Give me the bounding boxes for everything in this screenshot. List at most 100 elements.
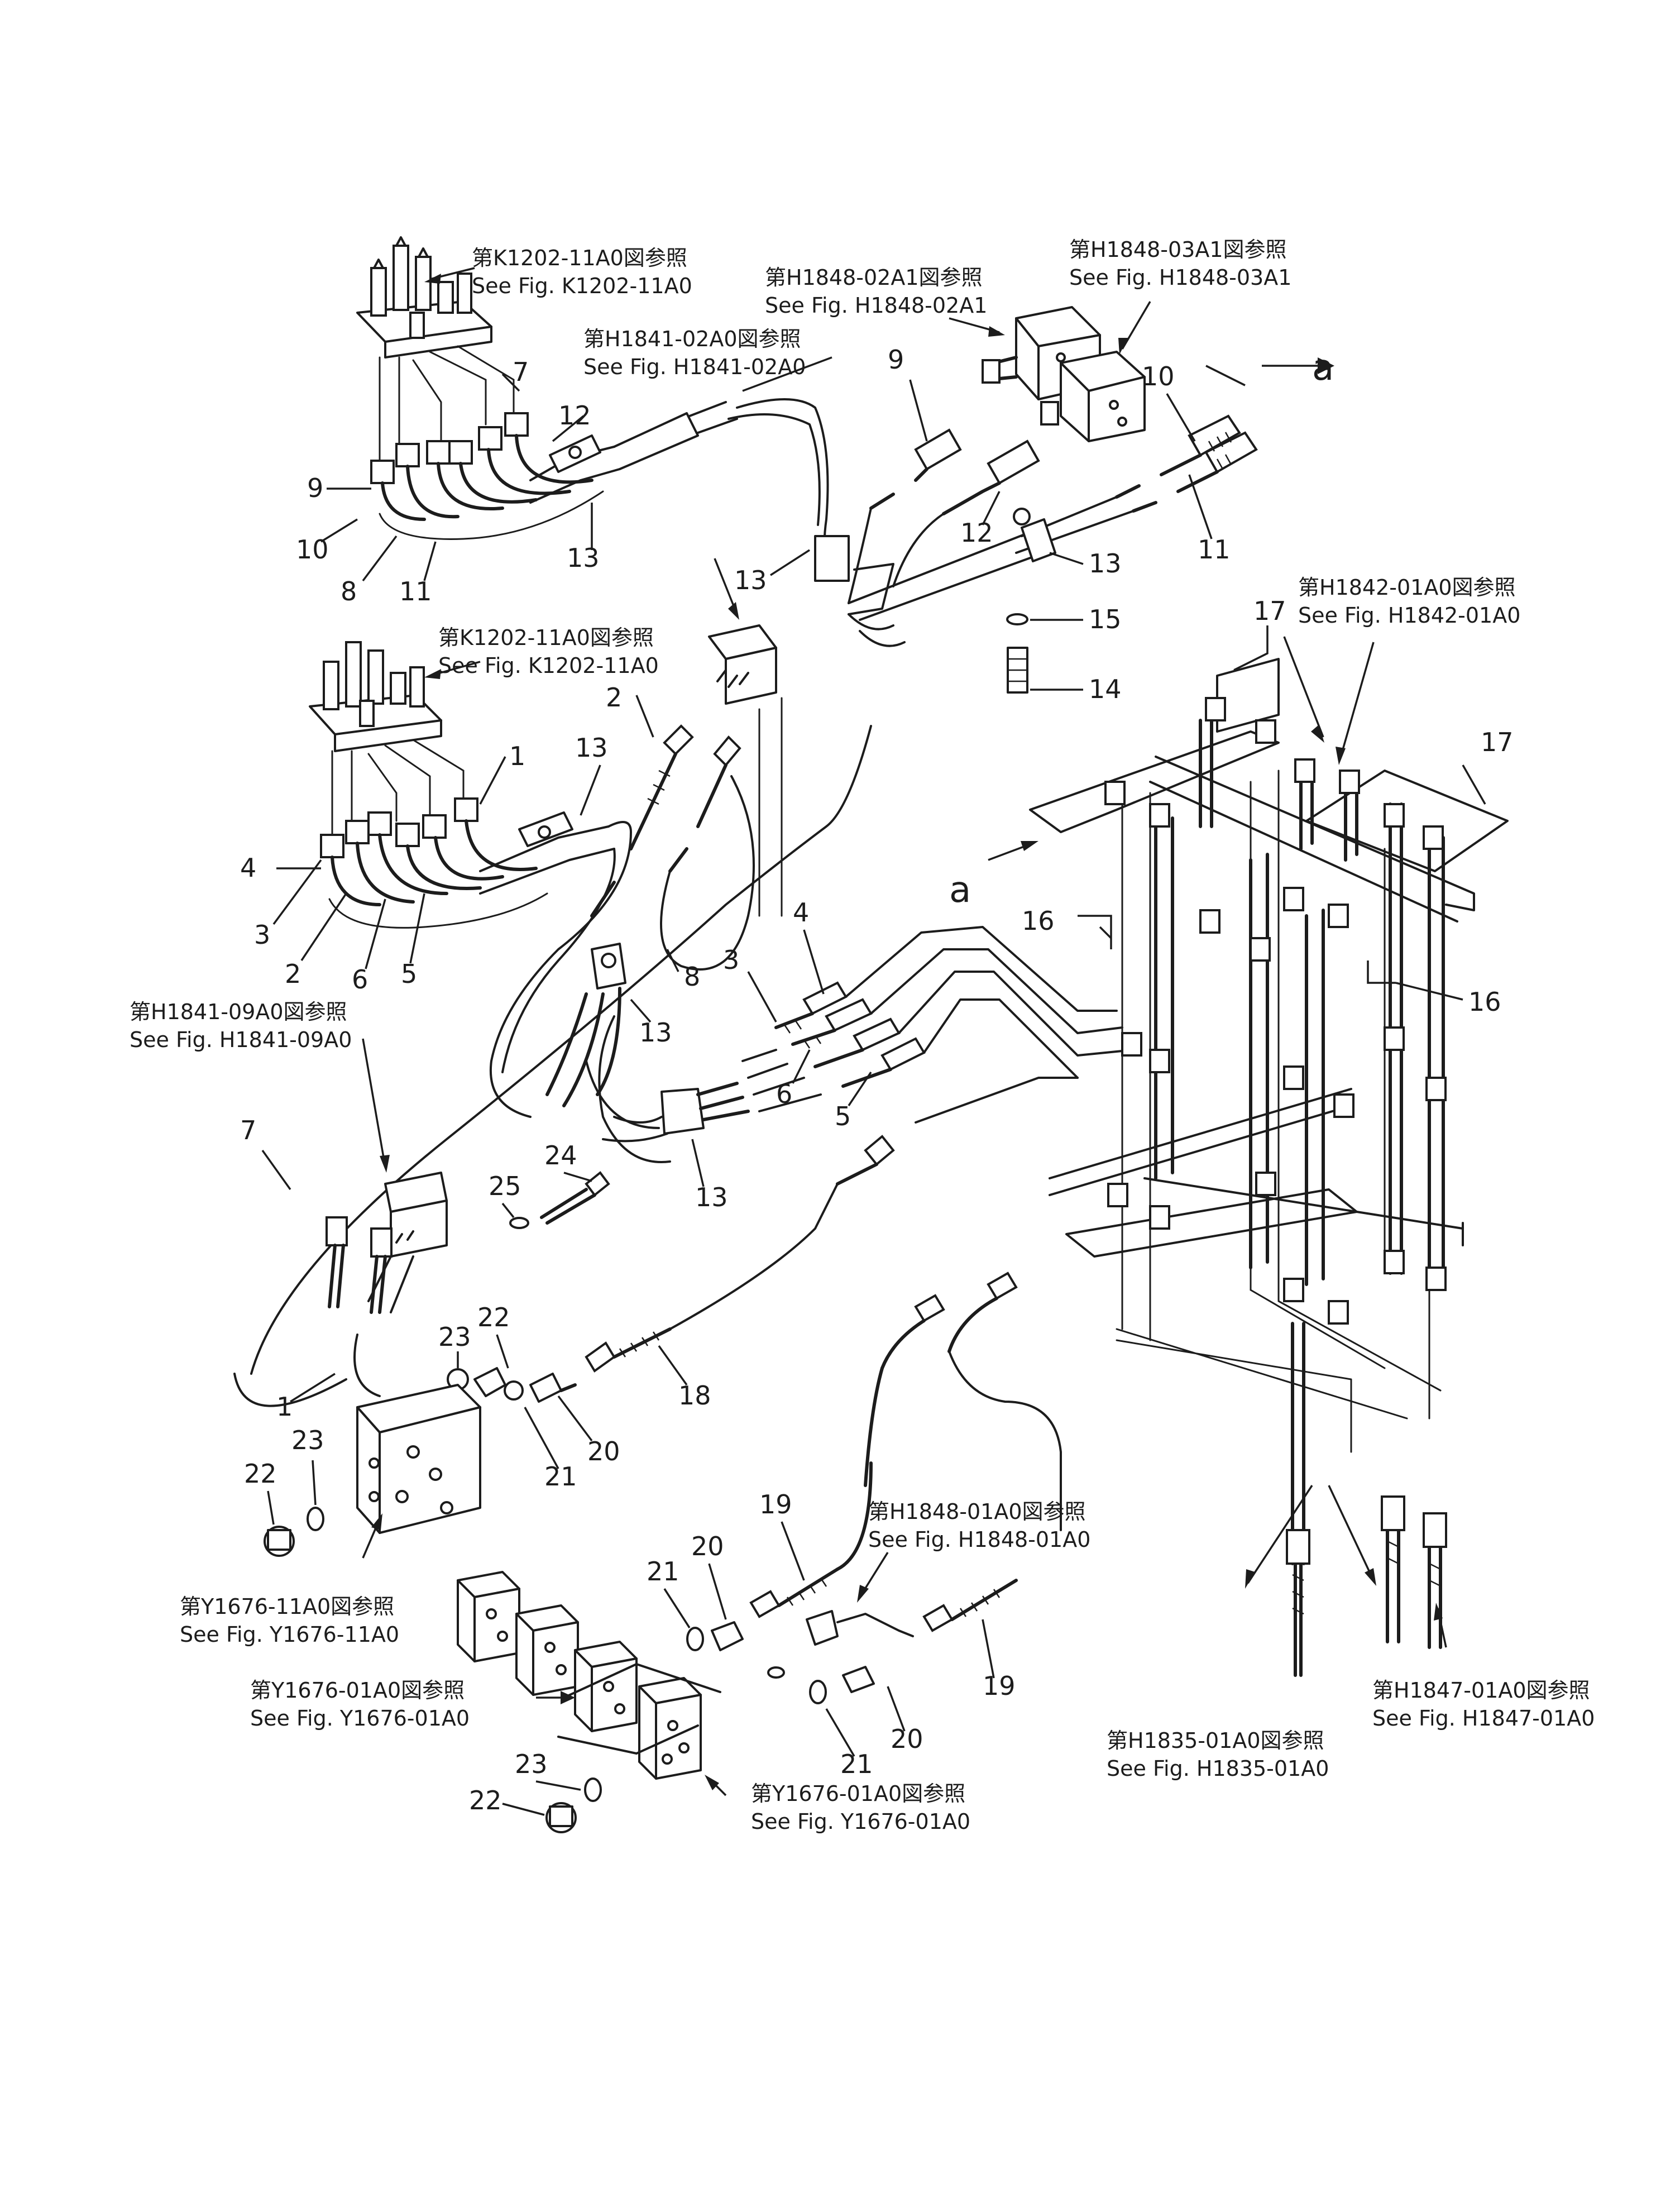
callout-5: 5: [401, 959, 417, 989]
ref-y1676-01a0-b-jp: 第Y1676-01A0図参照: [751, 1781, 965, 1806]
callout-20: 20: [691, 1531, 724, 1561]
ref-y1676-11a0-en: See Fig. Y1676-11A0: [180, 1622, 399, 1647]
bolt-24-washer-25: [509, 1171, 610, 1229]
ref-h1847-01a0-en: See Fig. H1847-01A0: [1372, 1706, 1595, 1731]
callout-12: 12: [558, 400, 591, 431]
ref-k1202-top-jp: 第K1202-11A0図参照: [472, 246, 687, 270]
callout-21: 21: [647, 1556, 679, 1586]
callout-16: 16: [1022, 906, 1055, 936]
ref-h1842-01a0-en: See Fig. H1842-01A0: [1298, 603, 1520, 628]
pipe-elbows: [1104, 697, 1447, 1325]
callout-9: 9: [307, 473, 323, 503]
callout-11: 11: [1198, 534, 1231, 565]
callout-1: 1: [276, 1392, 293, 1422]
callout-13: 13: [695, 1182, 728, 1212]
callout-8: 8: [341, 576, 357, 606]
ref-h1841-02a0-en: See Fig. H1841-02A0: [583, 355, 806, 379]
callout-23: 23: [438, 1322, 471, 1352]
upper-right-hoses: [848, 496, 1135, 604]
fittings-19-20-21-lower: [686, 1272, 1062, 1704]
ref-y1676-11a0-jp: 第Y1676-11A0図参照: [180, 1594, 394, 1619]
fittings-top-right: [869, 414, 1258, 515]
callout-16: 16: [1468, 987, 1501, 1017]
ref-k1202-mid-en: See Fig. K1202-11A0: [438, 653, 659, 678]
hose-7: [233, 1373, 347, 1407]
callout-24: 24: [544, 1140, 577, 1170]
callout-17: 17: [1481, 727, 1514, 757]
ref-h1847-01a0-jp: 第H1847-01A0図参照: [1372, 1678, 1590, 1703]
ref-h1835-01a0-jp: 第H1835-01A0図参照: [1107, 1728, 1324, 1753]
callout-13: 13: [567, 543, 600, 573]
ref-y1676-01a0-a-en: See Fig. Y1676-01A0: [250, 1706, 470, 1731]
match-mark-a-left: a: [949, 869, 971, 911]
middle-valve-assembly: [309, 641, 615, 929]
callout-19: 19: [983, 1671, 1016, 1701]
upper-hose-fittings: [370, 412, 529, 484]
callout-6: 6: [776, 1079, 792, 1109]
ref-h1835-01a0-en: See Fig. H1835-01A0: [1107, 1756, 1329, 1781]
callout-7: 7: [240, 1115, 256, 1145]
clamp-lower: [545, 943, 660, 1129]
ref-k1202-mid-jp: 第K1202-11A0図参照: [438, 625, 654, 650]
callout-14: 14: [1089, 674, 1122, 704]
callout-13: 13: [734, 565, 767, 595]
callout-23: 23: [515, 1749, 548, 1779]
ref-y1676-01a0-a-jp: 第Y1676-01A0図参照: [250, 1678, 465, 1703]
ref-h1841-09a0-jp: 第H1841-09A0図参照: [130, 1000, 347, 1024]
callout-5: 5: [835, 1101, 851, 1131]
callout-17: 17: [1253, 596, 1286, 626]
clamp-bottom-13: [602, 1082, 750, 1143]
clamp-centre: [814, 535, 906, 647]
callout-leaders: [261, 373, 1213, 1816]
pipe-bottom-hoses: [1286, 1322, 1447, 1677]
upper-valve-stems: [370, 236, 472, 339]
ref-h1841-09a0-en: See Fig. H1841-09A0: [130, 1028, 352, 1052]
match-marks: a a: [949, 347, 1334, 911]
callout-22: 22: [477, 1302, 510, 1332]
plug-22-oring-23-bottom: [545, 1777, 602, 1833]
callout-7: 7: [513, 357, 529, 387]
callout-12: 12: [960, 518, 993, 548]
ref-h1848-01a0-en: See Fig. H1848-01A0: [868, 1527, 1090, 1552]
callout-22: 22: [469, 1785, 502, 1815]
callout-21: 21: [840, 1749, 873, 1779]
tube-runs: [845, 926, 1135, 1079]
callout-20: 20: [891, 1724, 923, 1754]
plug-22-oring-23-left: [264, 1507, 324, 1557]
callout-2: 2: [285, 959, 301, 989]
upper-valve-assembly: [356, 236, 738, 540]
callout-4: 4: [793, 897, 809, 928]
callout-13: 13: [639, 1017, 672, 1048]
callout-13: 13: [1089, 548, 1122, 579]
ref-h1848-02a1-jp: 第H1848-02A1図参照: [765, 265, 983, 290]
hose-1-and-7-ends: [326, 1216, 393, 1397]
match-mark-a-right: a: [1312, 347, 1334, 389]
ref-y1676-01a0-b-en: See Fig. Y1676-01A0: [751, 1809, 970, 1834]
ref-h1848-03a1-jp: 第H1848-03A1図参照: [1069, 237, 1287, 262]
hoses-2-and-8: [590, 624, 783, 971]
callout-1: 1: [509, 741, 525, 771]
ref-h1848-01a0-jp: 第H1848-01A0図参照: [868, 1499, 1086, 1524]
callout-2: 2: [606, 682, 622, 713]
valve-stack-y1676-01: [457, 1571, 702, 1780]
callout-9: 9: [888, 345, 904, 375]
callout-8: 8: [684, 962, 700, 992]
callout-22: 22: [244, 1459, 277, 1489]
clamp-and-bolt: [848, 508, 1056, 694]
callout-6: 6: [352, 964, 368, 995]
callout-15: 15: [1089, 604, 1122, 634]
manifold-y1676-11: [356, 1384, 481, 1534]
callout-19: 19: [759, 1489, 792, 1519]
harness-hose-middle: [489, 821, 632, 1118]
callout-3: 3: [254, 920, 270, 950]
solenoid-block-right: [1040, 351, 1146, 442]
callout-11: 11: [399, 576, 432, 606]
ref-k1202-top-en: See Fig. K1202-11A0: [472, 274, 692, 298]
callout-4: 4: [240, 853, 256, 883]
leader-lines: [276, 267, 1486, 1796]
callout-13: 13: [575, 733, 608, 763]
ref-h1841-02a0-jp: 第H1841-02A0図参照: [583, 327, 801, 351]
callout-23: 23: [291, 1425, 324, 1455]
callout-20: 20: [587, 1436, 620, 1466]
